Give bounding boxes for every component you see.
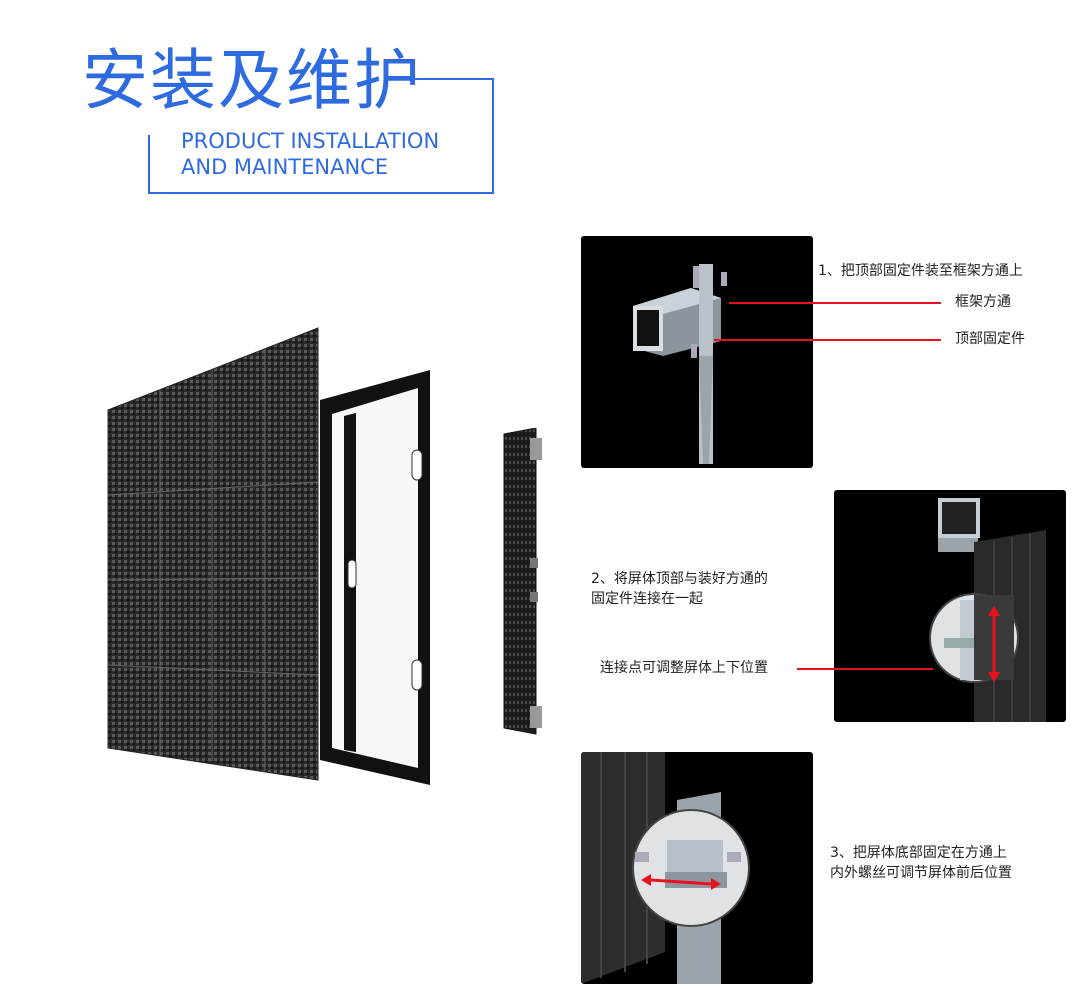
step3-caption: 3、把屏体底部固定在方通上 内外螺丝可调节屏体前后位置	[830, 843, 1012, 883]
title-frame-left	[148, 135, 150, 194]
step2-caption-line-2: 固定件连接在一起	[591, 591, 703, 607]
subtitle-line-2: AND MAINTENANCE	[181, 155, 389, 179]
title-frame-right	[492, 78, 494, 194]
step2-label-adjust: 连接点可调整屏体上下位置	[600, 660, 768, 676]
led-screen-illustration	[107, 327, 430, 785]
step1-label-frame: 框架方通	[955, 294, 1011, 310]
page-title: 安装及维护	[82, 42, 422, 119]
page-subtitle: PRODUCT INSTALLATION AND MAINTENANCE	[181, 128, 439, 180]
step1-callout-line-bracket	[714, 339, 941, 341]
frame-illustration	[320, 370, 430, 785]
step1-photo	[581, 236, 813, 468]
subtitle-line-1: PRODUCT INSTALLATION	[181, 129, 440, 153]
led-module-side-view	[503, 428, 542, 735]
step3-caption-line-2: 内外螺丝可调节屏体前后位置	[830, 865, 1012, 881]
step2-caption-line-1: 2、将屏体顶部与装好方通的	[591, 571, 768, 587]
step3-caption-line-1: 3、把屏体底部固定在方通上	[830, 845, 1007, 861]
title-frame-bottom	[148, 192, 494, 194]
step1-label-bracket: 顶部固定件	[955, 331, 1025, 347]
step2-callout-line	[797, 668, 933, 670]
step2-photo	[834, 490, 1066, 722]
step2-caption: 2、将屏体顶部与装好方通的 固定件连接在一起	[591, 569, 768, 609]
title-frame-top	[410, 78, 494, 80]
step1-caption: 1、把顶部固定件装至框架方通上	[818, 263, 1023, 279]
step1-callout-line-frame	[729, 302, 941, 304]
step3-photo	[581, 752, 813, 984]
